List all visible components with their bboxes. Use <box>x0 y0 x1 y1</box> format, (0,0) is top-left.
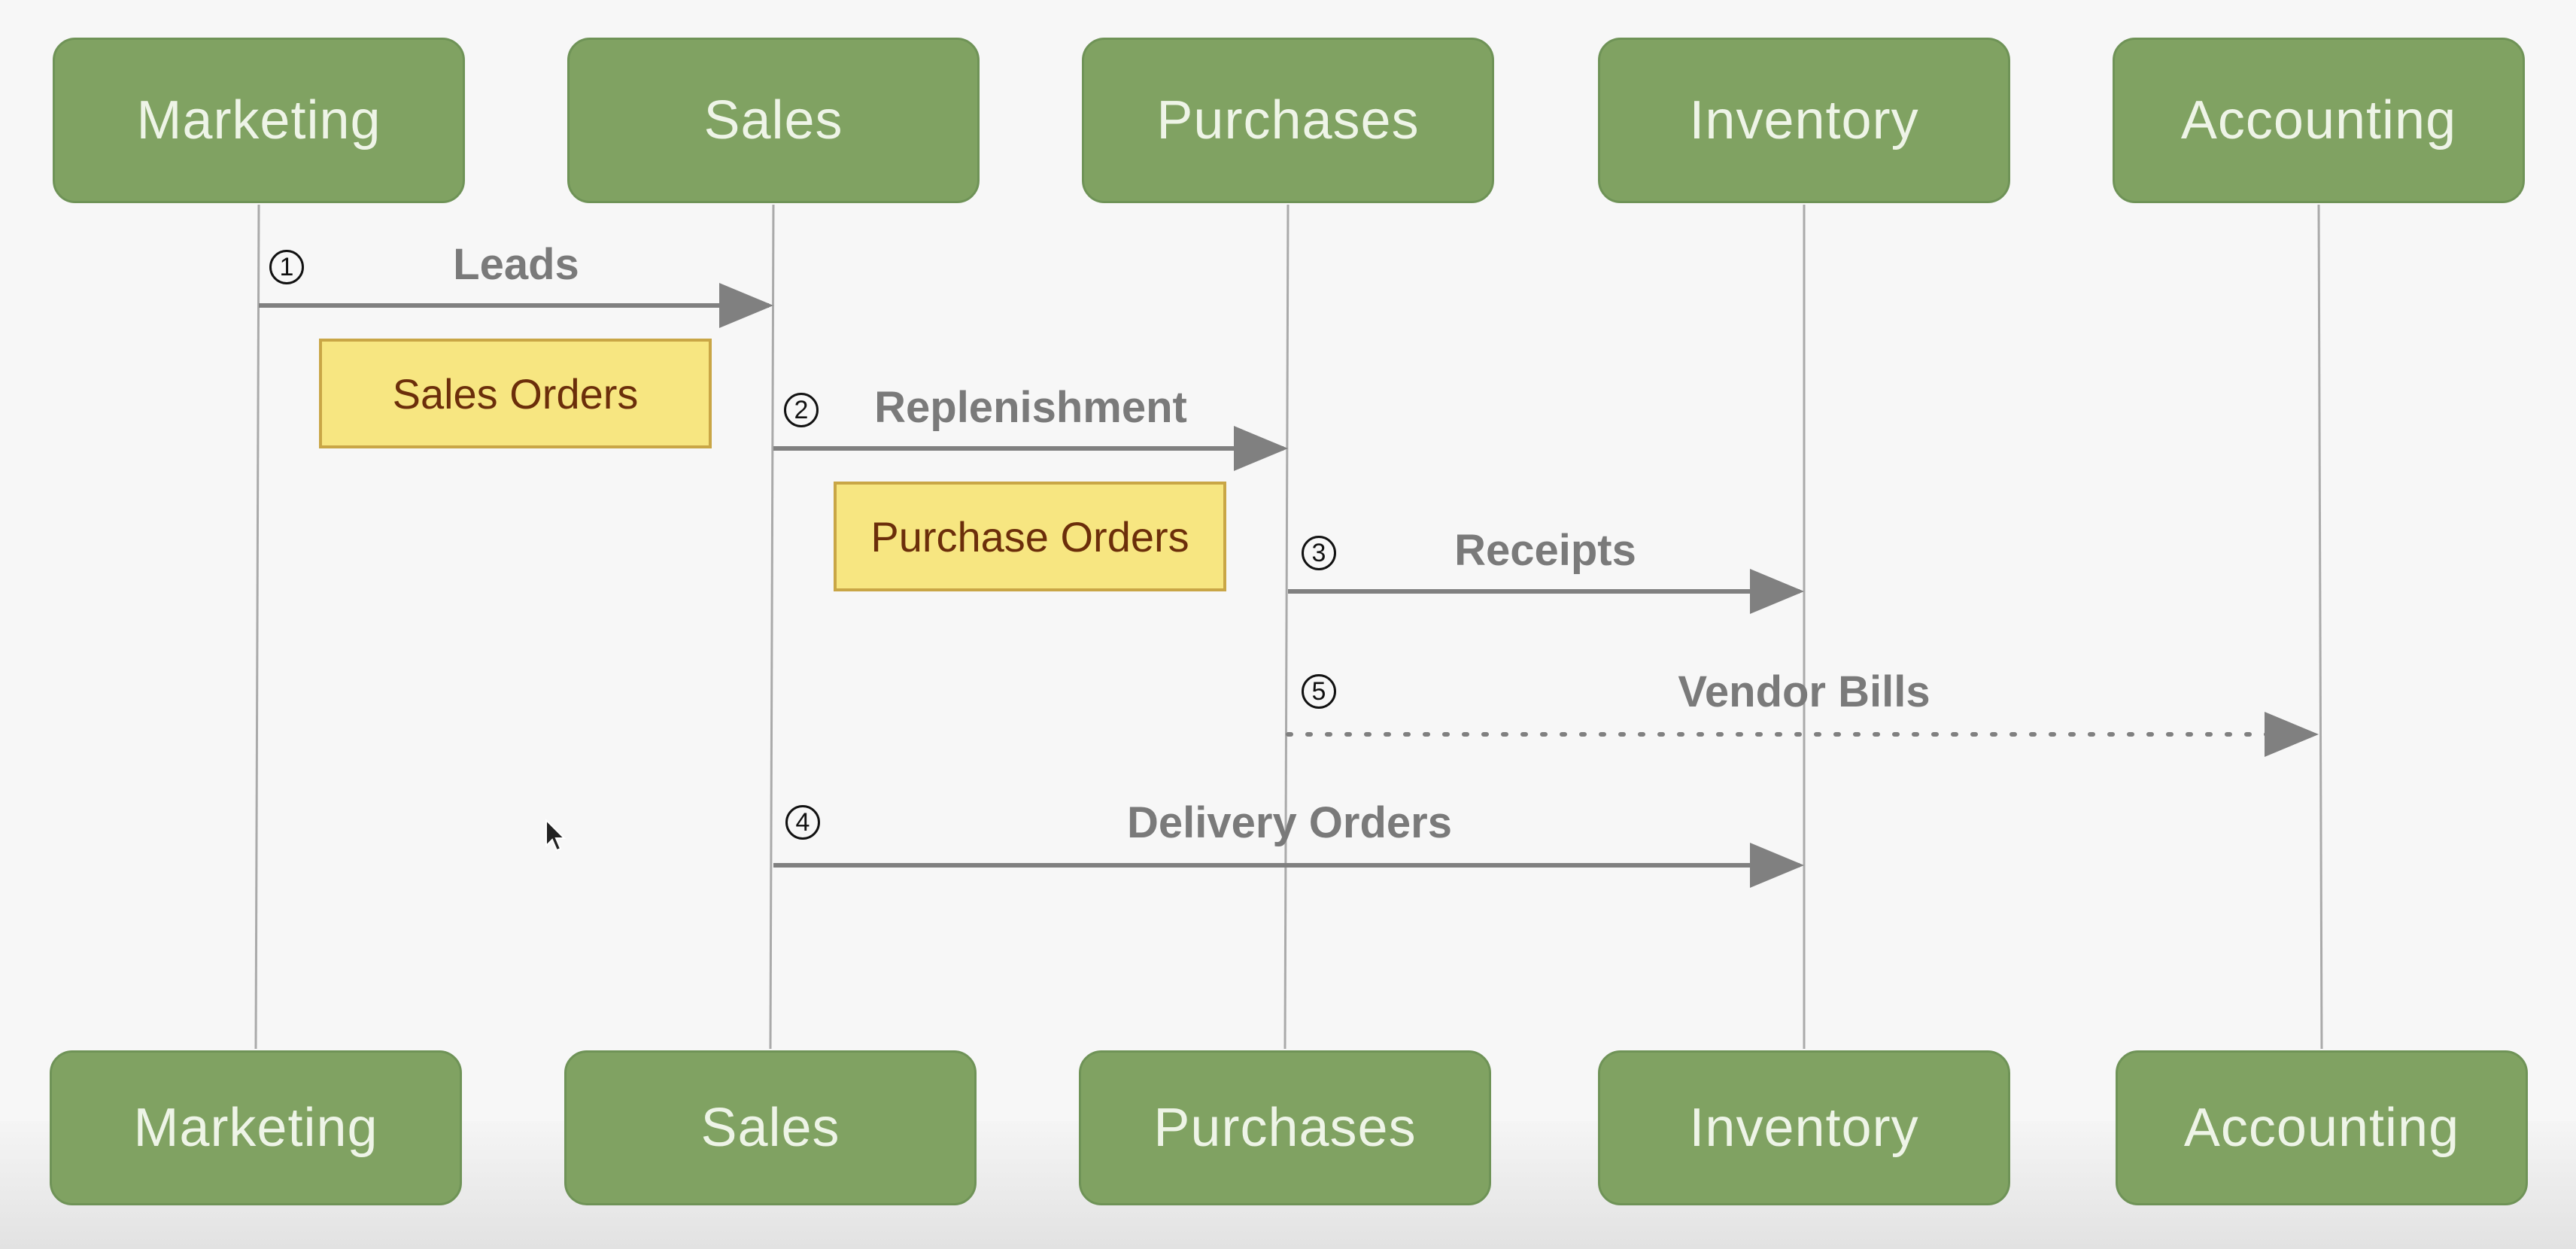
actor-marketing-top: Marketing <box>53 38 465 203</box>
step-marker-5: 5 <box>1302 674 1336 709</box>
note-sales-orders: Sales Orders <box>319 339 712 448</box>
actor-accounting-bottom: Accounting <box>2116 1050 2528 1205</box>
message-label-leads: Leads <box>453 240 579 289</box>
lifeline-purchases <box>1283 204 1290 1050</box>
actor-marketing-bottom: Marketing <box>50 1050 462 1205</box>
actor-purchases-bottom: Purchases <box>1079 1050 1491 1205</box>
actor-inventory-bottom: Inventory <box>1598 1050 2010 1205</box>
step-marker-2: 2 <box>784 393 819 427</box>
actor-sales-top: Sales <box>567 38 980 203</box>
lifeline-sales <box>769 204 775 1050</box>
step-marker-3: 3 <box>1302 536 1336 570</box>
actor-accounting-top: Accounting <box>2113 38 2525 203</box>
actor-purchases-top: Purchases <box>1082 38 1494 203</box>
step-marker-4: 4 <box>785 805 820 840</box>
lifeline-accounting <box>2317 204 2323 1050</box>
message-label-receipts: Receipts <box>1454 526 1636 575</box>
message-label-delivery-orders: Delivery Orders <box>1126 798 1453 847</box>
mouse-cursor-icon <box>545 819 567 852</box>
step-marker-1: 1 <box>269 250 304 284</box>
message-label-replenishment: Replenishment <box>874 383 1187 432</box>
actor-sales-bottom: Sales <box>564 1050 977 1205</box>
note-purchase-orders: Purchase Orders <box>834 482 1226 591</box>
lifeline-marketing <box>254 204 260 1050</box>
actor-inventory-top: Inventory <box>1598 38 2010 203</box>
message-label-vendor-bills: Vendor Bills <box>1678 667 1930 716</box>
